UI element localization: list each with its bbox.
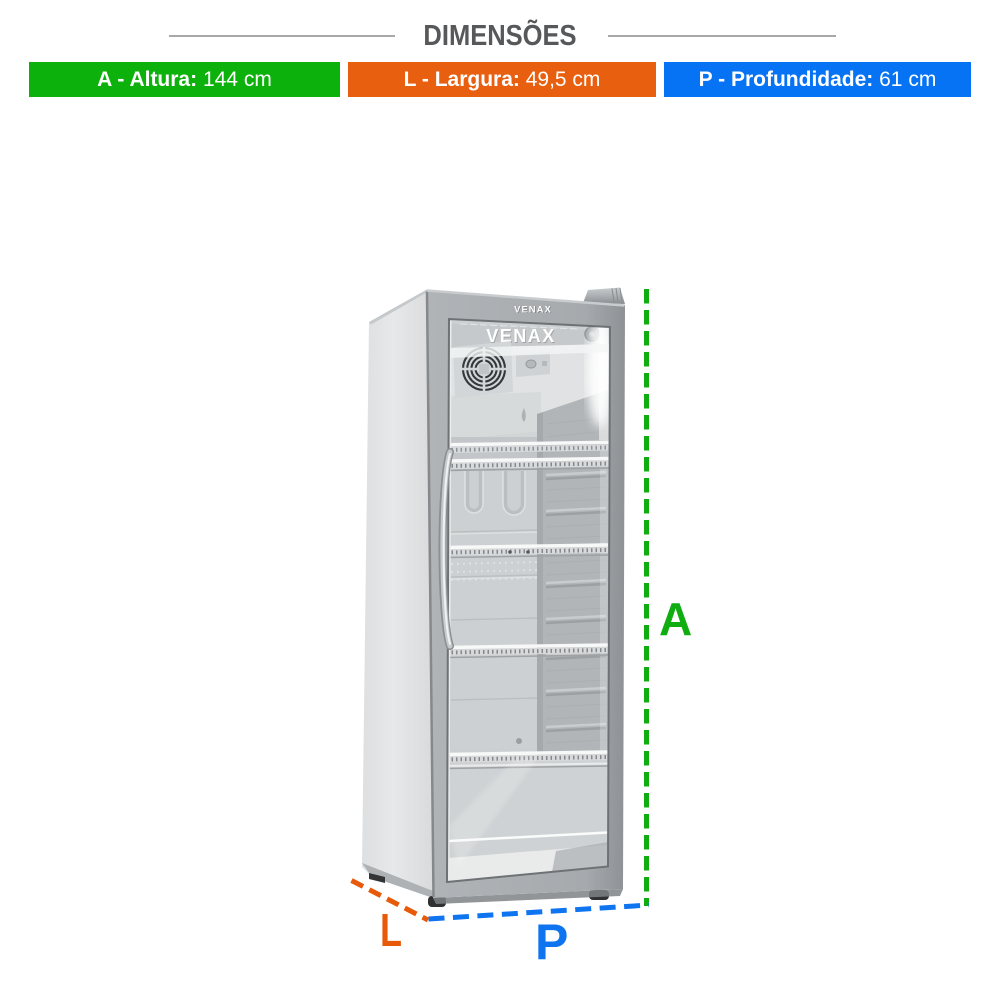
svg-text:L: L xyxy=(380,904,402,956)
svg-text:VENAX: VENAX xyxy=(486,326,556,346)
svg-text:P: P xyxy=(535,914,568,970)
svg-text:VENAX: VENAX xyxy=(514,305,552,316)
svg-text:VENAX: VENAX xyxy=(515,305,553,316)
svg-text:A: A xyxy=(659,593,692,645)
